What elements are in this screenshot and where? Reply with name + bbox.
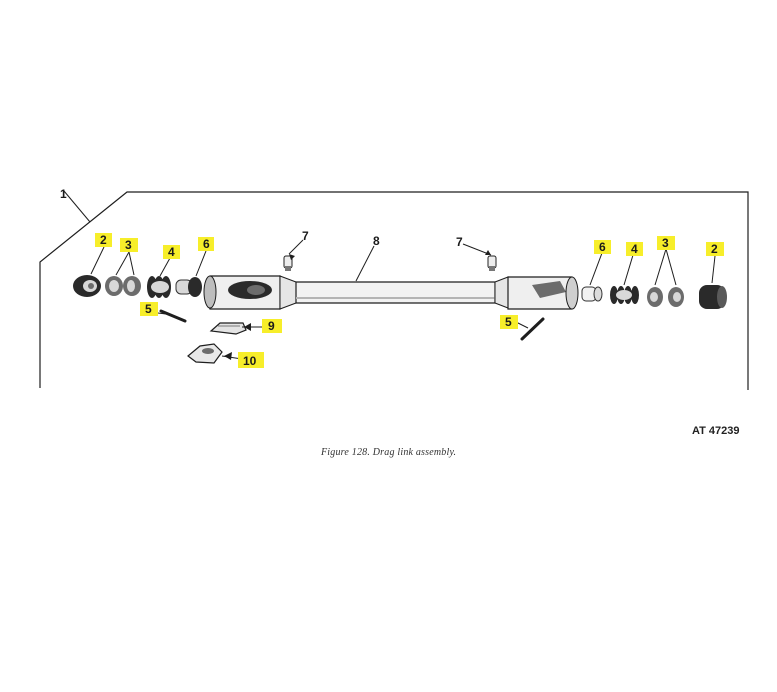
part-safety-plug-right bbox=[581, 286, 603, 302]
callout-1: 1 bbox=[60, 187, 67, 201]
callout-4-left: 4 bbox=[168, 245, 175, 259]
callout-6-left: 6 bbox=[203, 237, 210, 251]
part-end-plug-left bbox=[73, 275, 101, 297]
leader-lines bbox=[90, 239, 716, 360]
frame-outline bbox=[39, 190, 749, 390]
callout-8: 8 bbox=[373, 234, 380, 248]
callout-highlights bbox=[95, 233, 724, 368]
part-lubricator-right bbox=[487, 255, 497, 271]
figure-caption: Figure 128. Drag link assembly. bbox=[321, 447, 457, 458]
leader-arrowheads bbox=[224, 250, 491, 360]
callout-7-right: 7 bbox=[456, 235, 463, 249]
callout-3-right: 3 bbox=[662, 236, 669, 250]
callout-5-right: 5 bbox=[505, 315, 512, 329]
part-spring-right bbox=[610, 286, 639, 304]
callout-2-right: 2 bbox=[711, 242, 718, 256]
part-ball-seats-right bbox=[647, 287, 684, 307]
callout-5-left: 5 bbox=[145, 302, 152, 316]
part-spring-left bbox=[147, 276, 171, 298]
part-ball-seats-left bbox=[105, 276, 141, 296]
part-cotter-pin-right bbox=[520, 317, 545, 341]
callout-7-left: 7 bbox=[302, 229, 309, 243]
drawing-number: AT 47239 bbox=[692, 425, 740, 437]
callout-4-right: 4 bbox=[631, 242, 638, 256]
part-dust-cover bbox=[209, 322, 247, 335]
callout-6-right: 6 bbox=[599, 240, 606, 254]
callout-9: 9 bbox=[268, 319, 275, 333]
part-drag-link-tube bbox=[203, 275, 579, 310]
part-cotter-pin-left bbox=[159, 309, 187, 323]
part-safety-plug-left bbox=[175, 277, 202, 297]
part-lubricator-left bbox=[283, 255, 293, 271]
callout-2-left: 2 bbox=[100, 233, 107, 247]
part-dust-shield bbox=[187, 343, 223, 364]
callout-3-left: 3 bbox=[125, 238, 132, 252]
part-end-plug-right bbox=[699, 285, 727, 309]
callout-10: 10 bbox=[243, 354, 257, 368]
